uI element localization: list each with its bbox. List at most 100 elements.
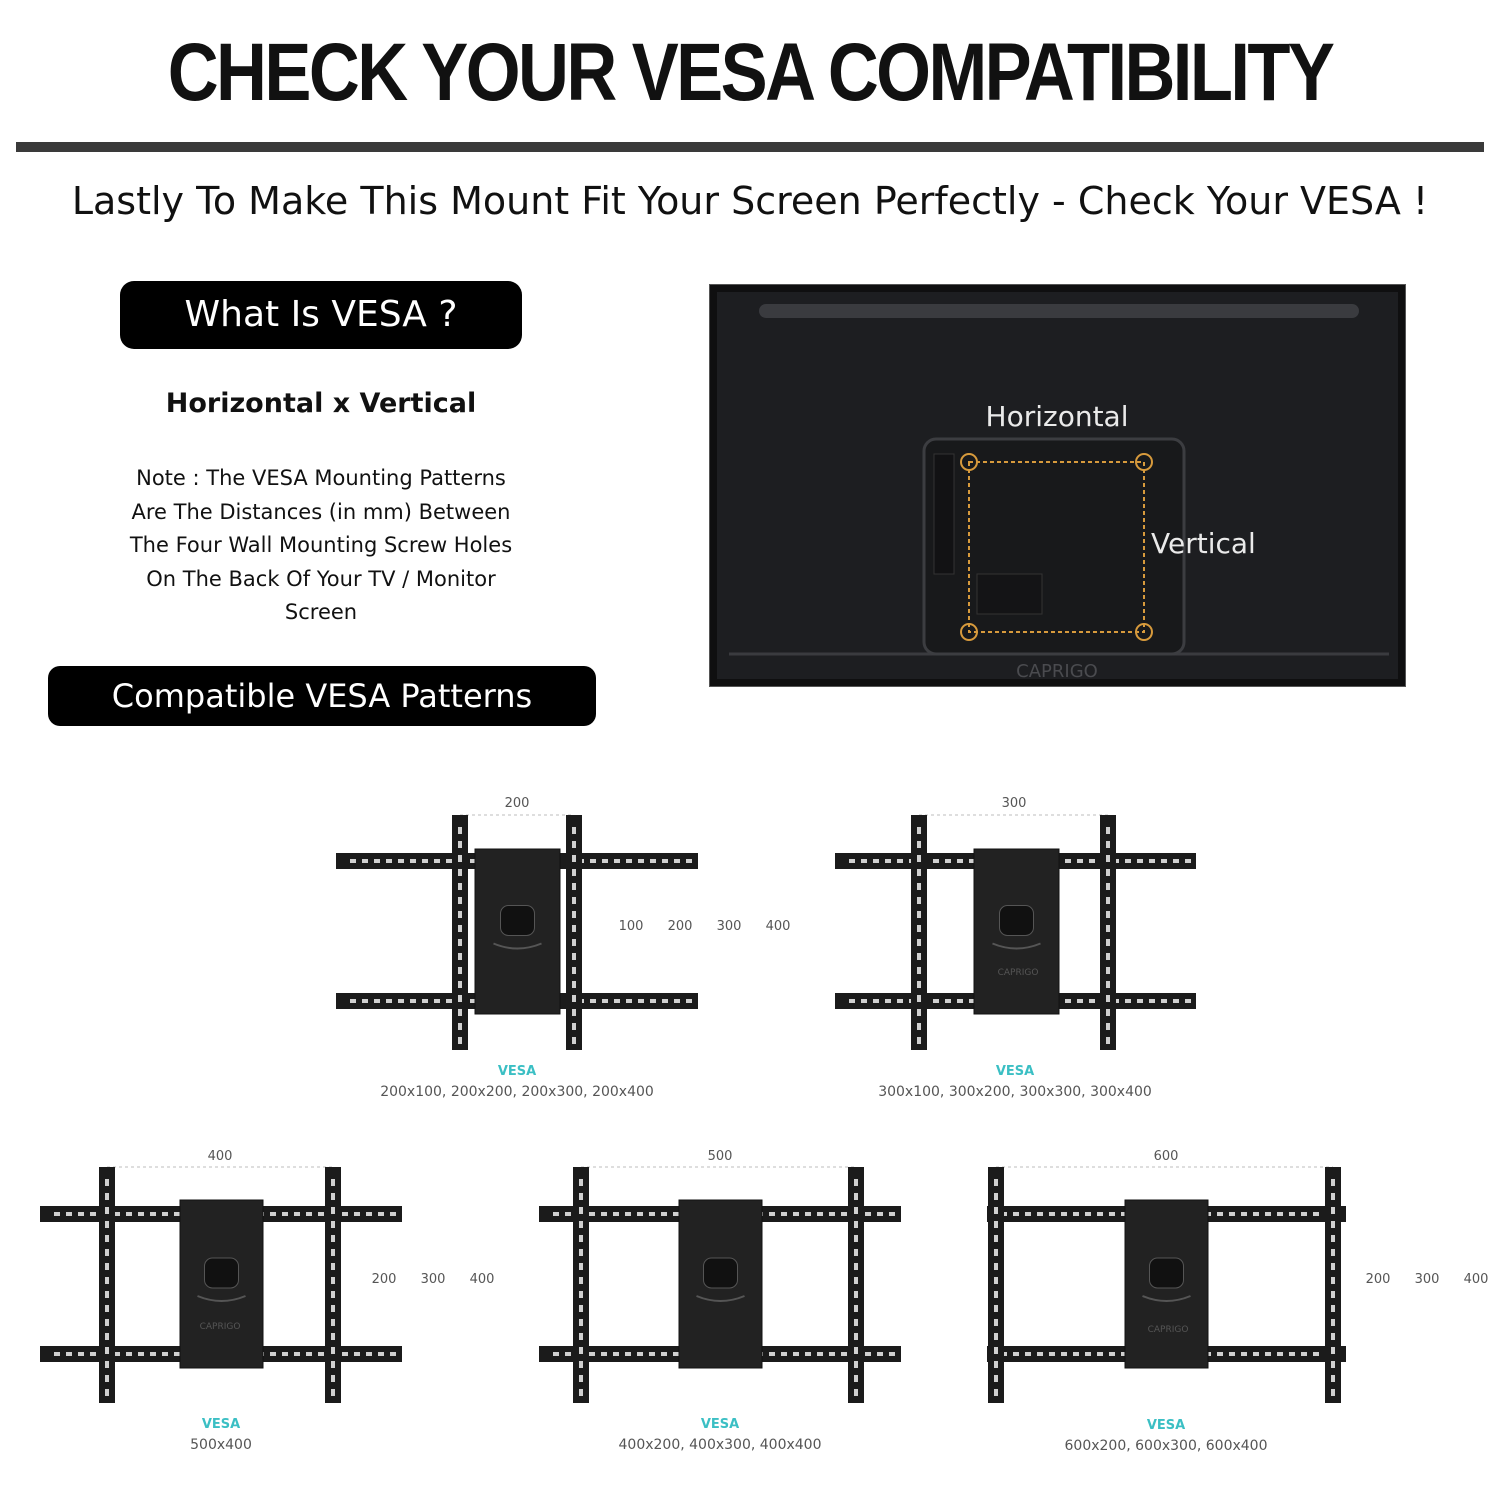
rail-slot bbox=[590, 999, 596, 1003]
arm-slot bbox=[994, 1207, 998, 1214]
arm-slot bbox=[331, 1249, 335, 1256]
rail-slot bbox=[362, 999, 368, 1003]
arm-slot bbox=[994, 1249, 998, 1256]
rail-slot bbox=[446, 999, 452, 1003]
arm-slot bbox=[105, 1235, 109, 1242]
rail-slot bbox=[1121, 1352, 1127, 1356]
rail-slot bbox=[410, 999, 416, 1003]
arm-slot bbox=[572, 897, 576, 904]
vesa-patterns-list: 500x400 bbox=[190, 1437, 252, 1453]
mount-height-label: 200 bbox=[1366, 1272, 1391, 1287]
arm-slot bbox=[1331, 1319, 1335, 1326]
rail-slot bbox=[969, 859, 975, 863]
rail-slot bbox=[1125, 999, 1131, 1003]
mount-height-label: 100 bbox=[619, 919, 644, 934]
rail-slot bbox=[650, 859, 656, 863]
rail-slot bbox=[661, 1212, 667, 1216]
rail-slot bbox=[282, 1352, 288, 1356]
rail-slot bbox=[625, 1352, 631, 1356]
arm-slot bbox=[917, 1037, 921, 1044]
arm-slot bbox=[994, 1263, 998, 1270]
arm-slot bbox=[854, 1277, 858, 1284]
vertical-label: Vertical bbox=[1151, 527, 1256, 560]
arm-slot bbox=[994, 1221, 998, 1228]
rail-slot bbox=[1265, 1212, 1271, 1216]
plate-pivot bbox=[999, 905, 1034, 936]
rail-slot bbox=[637, 1212, 643, 1216]
rail-slot bbox=[1277, 1352, 1283, 1356]
arm-slot bbox=[917, 953, 921, 960]
rail-slot bbox=[174, 1352, 180, 1356]
rail-slot bbox=[1125, 859, 1131, 863]
arm-slot bbox=[854, 1221, 858, 1228]
arm-slot bbox=[105, 1361, 109, 1368]
arm-slot bbox=[105, 1347, 109, 1354]
rail-slot bbox=[1289, 1212, 1295, 1216]
arm-slot bbox=[1331, 1291, 1335, 1298]
rail-slot bbox=[877, 1352, 883, 1356]
arm-slot bbox=[105, 1263, 109, 1270]
arm-slot bbox=[1331, 1263, 1335, 1270]
rail-slot bbox=[270, 1212, 276, 1216]
arm-slot bbox=[994, 1193, 998, 1200]
rail-slot bbox=[390, 1352, 396, 1356]
arm-slot bbox=[458, 883, 462, 890]
arm-slot bbox=[854, 1361, 858, 1368]
rail-slot bbox=[1109, 1212, 1115, 1216]
rail-slot bbox=[897, 999, 903, 1003]
rail-slot bbox=[686, 999, 692, 1003]
rail-slot bbox=[849, 999, 855, 1003]
rail-slot bbox=[638, 859, 644, 863]
rail-slot bbox=[1173, 859, 1179, 863]
rail-slot bbox=[793, 1352, 799, 1356]
rail-slot bbox=[1089, 999, 1095, 1003]
rail-slot bbox=[446, 859, 452, 863]
arm-slot bbox=[331, 1389, 335, 1396]
rail-slot bbox=[614, 999, 620, 1003]
arm-slot bbox=[579, 1389, 583, 1396]
rail-slot bbox=[781, 1352, 787, 1356]
rail-slot bbox=[114, 1212, 120, 1216]
vertical-arm bbox=[988, 1167, 1004, 1403]
arm-slot bbox=[1106, 841, 1110, 848]
arm-slot bbox=[994, 1277, 998, 1284]
rail-slot bbox=[54, 1352, 60, 1356]
rail-slot bbox=[897, 859, 903, 863]
rail-slot bbox=[350, 859, 356, 863]
arm-slot bbox=[458, 1009, 462, 1016]
rail-slot bbox=[805, 1352, 811, 1356]
arm-slot bbox=[994, 1375, 998, 1382]
what-is-vesa-badge: What Is VESA ? bbox=[120, 281, 522, 349]
arm-slot bbox=[917, 855, 921, 862]
rail-slot bbox=[150, 1212, 156, 1216]
rail-slot bbox=[138, 1212, 144, 1216]
rail-slot bbox=[1161, 859, 1167, 863]
rail-slot bbox=[150, 1352, 156, 1356]
arm-slot bbox=[572, 911, 576, 918]
arm-slot bbox=[994, 1291, 998, 1298]
rail-slot bbox=[590, 859, 596, 863]
arm-slot bbox=[854, 1207, 858, 1214]
vesa-caption-title: VESA bbox=[1147, 1418, 1185, 1433]
mount-height-label: 300 bbox=[717, 919, 742, 934]
rail-slot bbox=[626, 859, 632, 863]
brand-watermark: CAPRIGO bbox=[1016, 661, 1098, 682]
arm-slot bbox=[1331, 1375, 1335, 1382]
rail-slot bbox=[781, 1212, 787, 1216]
arm-slot bbox=[994, 1347, 998, 1354]
rail-slot bbox=[1073, 1212, 1079, 1216]
rail-slot bbox=[1049, 1212, 1055, 1216]
arm-slot bbox=[917, 883, 921, 890]
arm-slot bbox=[579, 1179, 583, 1186]
rail-slot bbox=[614, 859, 620, 863]
rail-slot bbox=[374, 859, 380, 863]
arm-slot bbox=[994, 1389, 998, 1396]
arm-slot bbox=[331, 1291, 335, 1298]
arm-slot bbox=[854, 1249, 858, 1256]
arm-slot bbox=[854, 1235, 858, 1242]
arm-slot bbox=[854, 1193, 858, 1200]
arm-slot bbox=[1331, 1389, 1335, 1396]
rail-slot bbox=[589, 1212, 595, 1216]
arm-slot bbox=[1106, 869, 1110, 876]
